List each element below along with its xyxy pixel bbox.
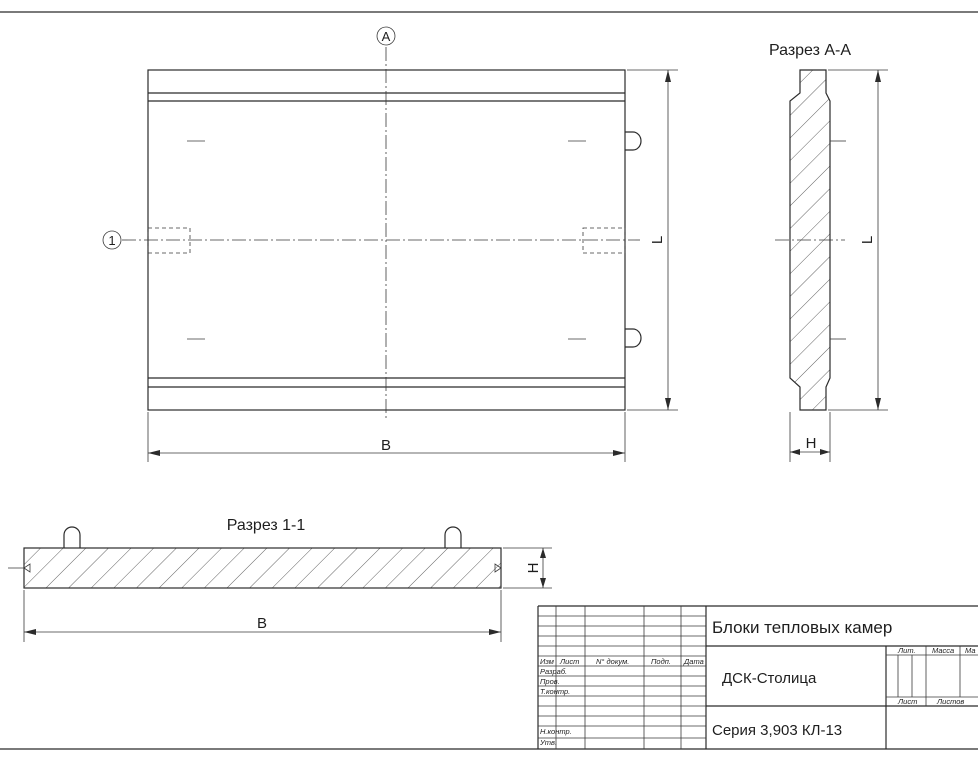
- plan-view: [122, 47, 642, 418]
- plan-dimension-l-label: L: [649, 236, 666, 244]
- row-prov: Пров.: [540, 677, 560, 686]
- massa-label: Масса: [932, 646, 954, 655]
- cut-marker-a-label: А: [382, 29, 391, 44]
- section-1-1: Разрез 1-1 Н В: [8, 517, 552, 642]
- lit-label: Лит.: [897, 646, 916, 655]
- col-doc: N° докум.: [596, 657, 629, 666]
- title-block: Изм Лист N° докум. Подп. Дата Разраб. Пр…: [537, 605, 978, 749]
- plan-dimension-l: L: [627, 69, 678, 411]
- col-izm: Изм: [540, 657, 554, 666]
- col-date: Дата: [683, 657, 704, 666]
- plan-dimension-b-label: В: [381, 437, 391, 454]
- detail-marker-1: 1: [102, 230, 122, 250]
- row-razrab: Разраб.: [540, 667, 567, 676]
- col-list: Лист: [559, 657, 579, 666]
- title-block-organization: ДСК-Столица: [722, 670, 817, 687]
- list-label: Лист: [897, 697, 917, 706]
- title-block-series: Серия 3,903 КЛ-13: [712, 722, 842, 739]
- cut-marker-a: А: [376, 26, 396, 46]
- title-block-title: Блоки тепловых камер: [712, 618, 892, 637]
- row-utv: Утв.: [539, 738, 557, 747]
- section-aa-dimension-h-label: Н: [806, 435, 817, 452]
- section-aa-title: Разрез А-А: [769, 42, 851, 59]
- section-a-a: Разрез А-А L Н: [769, 42, 888, 462]
- sheet-frame: [0, 11, 978, 750]
- section-11-title: Разрез 1-1: [227, 517, 306, 534]
- section-11-dimension-h-label: Н: [525, 563, 542, 574]
- section-11-dimension-b-label: В: [257, 615, 267, 632]
- listov-label: Листов: [936, 697, 964, 706]
- section-aa-dimension-l-label: L: [859, 236, 876, 244]
- detail-marker-1-label: 1: [108, 233, 115, 248]
- row-tkontr: Т.контр.: [540, 687, 570, 696]
- masshtab-label: Ма: [965, 646, 976, 655]
- col-sign: Подп.: [651, 657, 671, 666]
- plan-dimension-b: В: [147, 412, 626, 462]
- row-nkontr: Н.контр.: [540, 727, 572, 736]
